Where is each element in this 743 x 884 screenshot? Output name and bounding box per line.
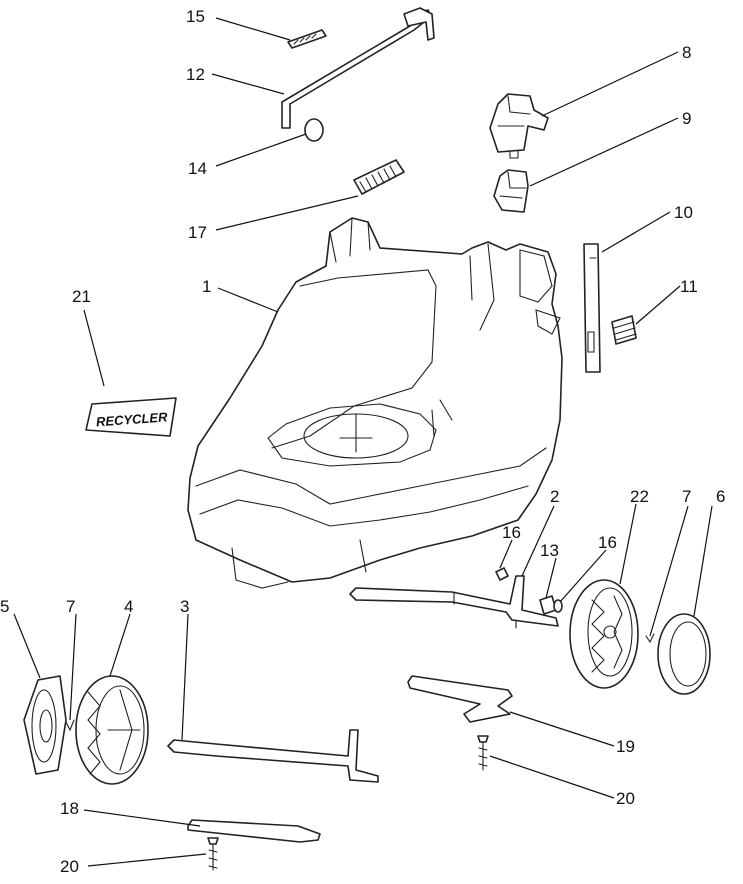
part-9-block <box>493 169 529 213</box>
part-10-bar <box>583 243 601 373</box>
callout-11: 11 <box>680 277 698 296</box>
leader-4 <box>109 613 131 677</box>
callout-21: 21 <box>72 287 91 306</box>
leader-12 <box>211 73 285 95</box>
part-22-wheel <box>569 579 639 689</box>
leader-19 <box>509 711 615 747</box>
leader-3 <box>181 613 189 741</box>
callout-14: 14 <box>188 159 207 178</box>
leader-5 <box>13 613 41 679</box>
part-17-spring <box>353 159 405 195</box>
leader-6 <box>693 505 713 617</box>
part-4-wheel <box>75 675 149 785</box>
callout-numbers: 15 12 14 17 8 9 10 11 21 1 2 16 13 16 22… <box>0 7 725 876</box>
part-12-rod <box>281 7 435 129</box>
callout-5: 5 <box>0 597 9 616</box>
part-5-hubcap <box>23 675 67 775</box>
leader-11 <box>635 285 681 325</box>
leader-15 <box>215 17 291 41</box>
callout-18: 18 <box>60 799 79 818</box>
leader-16b <box>559 549 607 603</box>
callout-7a: 7 <box>682 487 691 506</box>
part-16-clip-a <box>495 567 509 581</box>
part-18-bracket <box>187 819 321 843</box>
callout-3: 3 <box>180 597 189 616</box>
part-6-hubcap <box>657 613 711 695</box>
callout-13: 13 <box>540 541 559 560</box>
leader-14 <box>215 133 307 167</box>
callout-16b: 16 <box>598 533 617 552</box>
leader-13 <box>545 557 557 599</box>
leader-17 <box>215 195 359 231</box>
callout-2: 2 <box>550 487 559 506</box>
leader-1 <box>217 287 279 313</box>
callout-9: 9 <box>682 109 691 128</box>
part-11-spring <box>611 315 637 345</box>
callout-6: 6 <box>716 487 725 506</box>
part-7-pin-a <box>645 633 655 644</box>
callout-16a: 16 <box>502 523 521 542</box>
part-15-clip <box>287 29 327 49</box>
part-1-deck <box>187 217 563 589</box>
leader-20a <box>489 755 615 799</box>
leader-9 <box>529 117 679 187</box>
callout-1: 1 <box>202 277 211 296</box>
leader-2 <box>521 505 555 577</box>
callout-12: 12 <box>186 65 205 84</box>
callout-20a: 20 <box>616 789 635 808</box>
callout-15: 15 <box>186 7 205 26</box>
leader-lines <box>13 17 713 867</box>
part-8-housing <box>489 93 549 159</box>
part-21-label: RECYCLER <box>85 397 177 437</box>
leader-18 <box>83 809 201 827</box>
callout-10: 10 <box>674 203 693 222</box>
leader-7a <box>649 505 689 637</box>
callout-7b: 7 <box>66 597 75 616</box>
part-14-washer <box>304 118 324 142</box>
callout-19: 19 <box>616 737 635 756</box>
leader-20b <box>87 853 207 867</box>
callout-17: 17 <box>188 223 207 242</box>
part-20-screw-b <box>207 837 219 871</box>
leader-7b <box>69 613 77 721</box>
leader-16a <box>499 539 513 569</box>
leader-21 <box>83 309 105 387</box>
callout-22: 22 <box>630 487 649 506</box>
callout-8: 8 <box>682 43 691 62</box>
part-7-pin-b <box>65 719 75 732</box>
callout-20b: 20 <box>60 857 79 876</box>
recycle-label-text: RECYCLER <box>96 409 169 429</box>
callout-4: 4 <box>124 597 133 616</box>
part-19-bracket <box>407 675 513 723</box>
leader-8 <box>541 51 679 117</box>
leader-22 <box>619 503 637 585</box>
part-3-axle <box>167 729 379 783</box>
part-20-screw-a <box>477 735 489 771</box>
part-16-ring-b <box>553 599 563 613</box>
part-2-axle <box>349 575 559 629</box>
leader-10 <box>601 211 671 253</box>
